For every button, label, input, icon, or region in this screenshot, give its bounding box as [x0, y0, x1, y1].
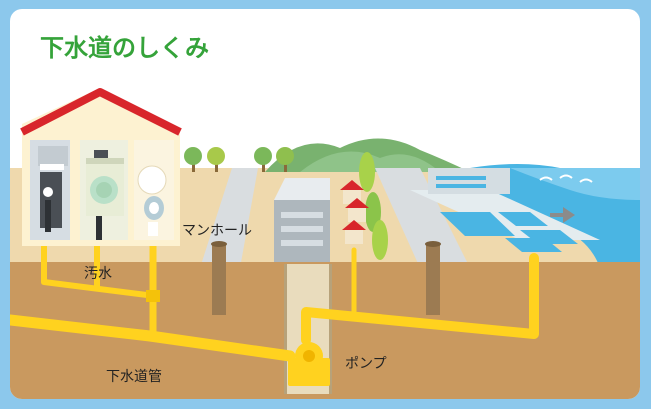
- manhole-post: [212, 243, 226, 315]
- pump-shaft-wall: [329, 264, 332, 394]
- wave: [539, 176, 553, 181]
- tree-icon: [359, 152, 388, 260]
- building-icon: [274, 178, 330, 264]
- tree-icon: [276, 147, 294, 172]
- treatment-plant-icon: [410, 168, 600, 252]
- sink-icon: [38, 146, 68, 232]
- tree-icon: [184, 147, 202, 172]
- sewage-label: 汚水: [84, 266, 112, 282]
- manhole-cap: [425, 241, 441, 247]
- house-drain-pipe: [41, 233, 158, 299]
- pump-label: ポンプ: [345, 356, 387, 372]
- pump-icon: [288, 342, 330, 386]
- pump-shaft-wall: [284, 264, 287, 394]
- sewer-pipes: [10, 228, 539, 362]
- sea-light: [510, 168, 640, 200]
- page-title: 下水道のしくみ: [40, 34, 209, 62]
- manhole-label: マンホール: [182, 223, 252, 239]
- manhole-cap: [211, 241, 227, 247]
- wave: [579, 178, 593, 183]
- toilet-icon: [137, 165, 167, 236]
- manhole-post: [426, 243, 440, 315]
- washing-machine-icon: [86, 150, 124, 240]
- sewer-pipe-label: 下水道管: [106, 369, 162, 385]
- riser-pipe: [301, 253, 539, 345]
- tree-icon: [254, 147, 272, 172]
- road-right: [375, 168, 470, 268]
- arrow-right-icon: [550, 207, 575, 223]
- tree-icon: [207, 147, 225, 172]
- wave: [559, 174, 573, 179]
- pipe-joint: [146, 290, 160, 302]
- house-small-icon: [340, 180, 369, 244]
